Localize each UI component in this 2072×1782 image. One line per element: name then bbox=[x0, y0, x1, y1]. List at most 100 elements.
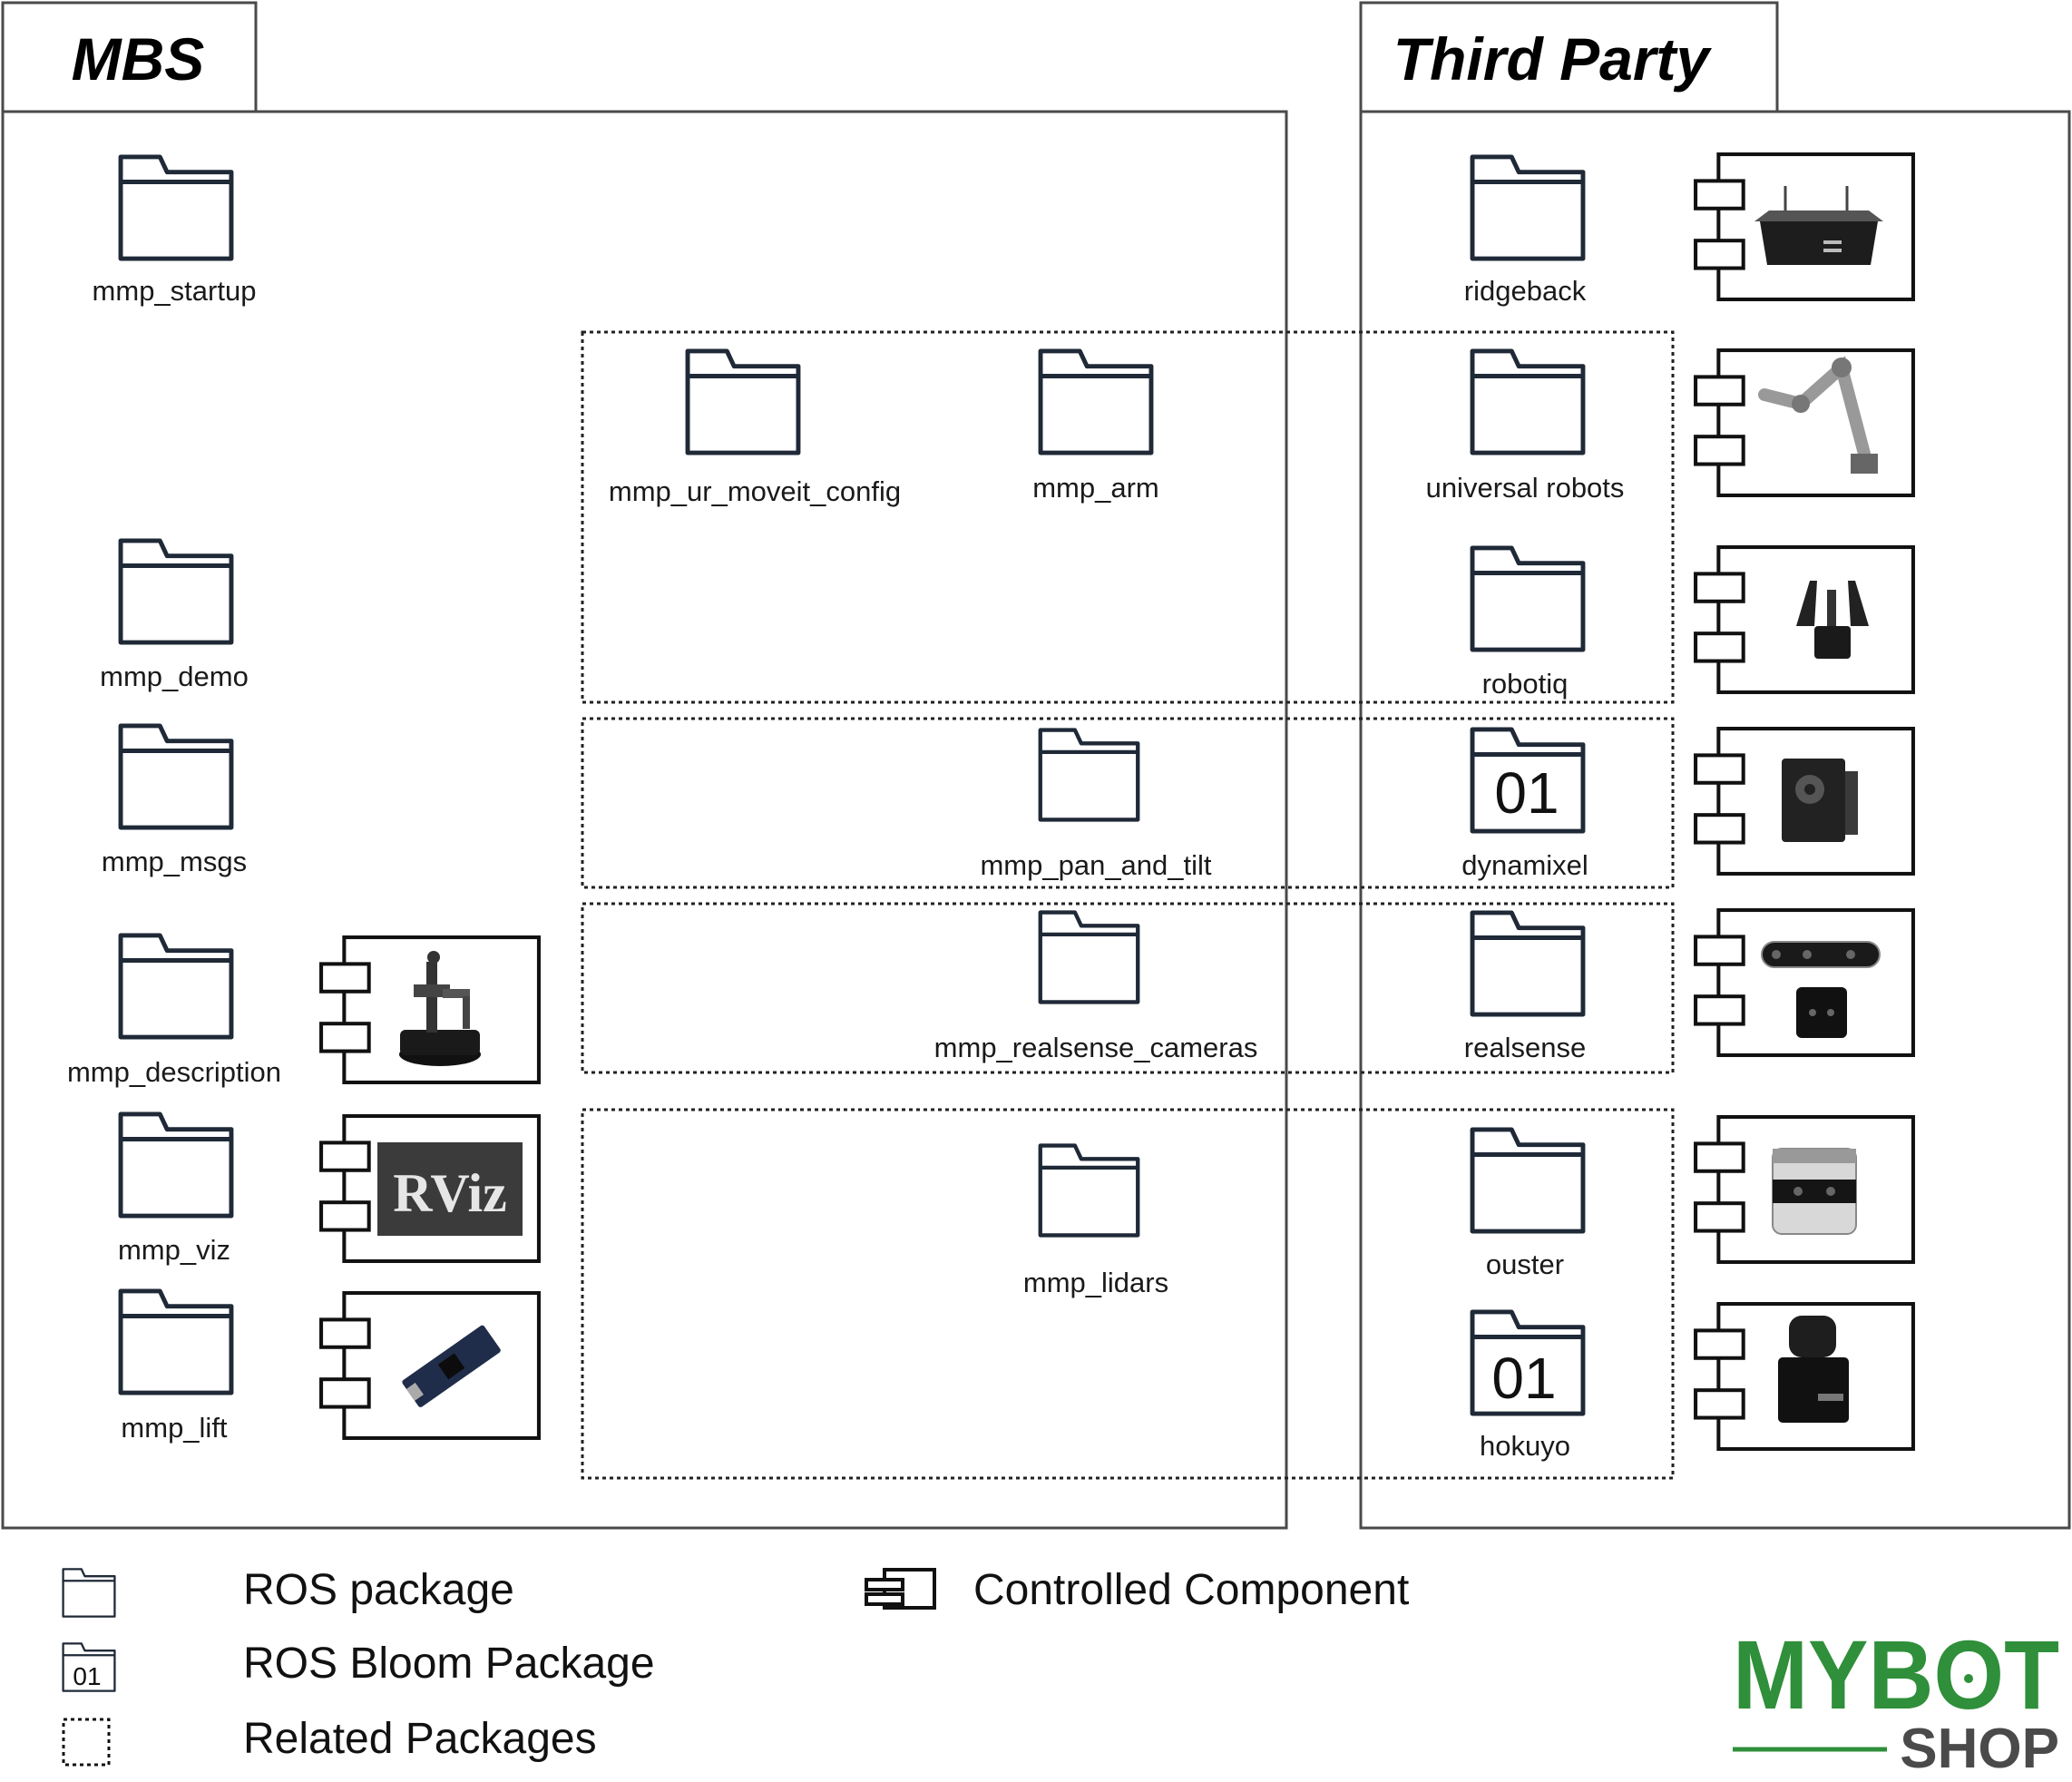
package-mmp-arm: mmp_arm bbox=[1032, 351, 1159, 504]
package-mmp-description: mmp_description bbox=[67, 935, 281, 1088]
realsense-camera-image bbox=[1761, 941, 1881, 1038]
package-label: realsense bbox=[1464, 1032, 1586, 1063]
package-mmp-msgs: mmp_msgs bbox=[102, 726, 247, 877]
package-mmp-ur-moveit-config: mmp_ur_moveit_config bbox=[609, 351, 901, 507]
robot-arm-image bbox=[1758, 356, 1878, 474]
mbs-group: MBS bbox=[1, 1, 1288, 1530]
mbs-title-tab bbox=[1, 1, 258, 113]
folder-icon bbox=[62, 1568, 116, 1618]
legend-label: ROS package bbox=[243, 1566, 514, 1614]
legend-label: ROS Bloom Package bbox=[243, 1640, 655, 1688]
legend-ros-bloom-package: 01 ROS Bloom Package bbox=[62, 1640, 655, 1692]
component-icon bbox=[1696, 350, 1913, 495]
folder-icon bbox=[121, 726, 231, 827]
package-dynamixel: 01 dynamixel bbox=[1461, 729, 1588, 881]
brand-top: MYBOT bbox=[1733, 1620, 2059, 1729]
package-label: mmp_lidars bbox=[1023, 1267, 1168, 1298]
folder-icon bbox=[1041, 351, 1151, 453]
folder-icon bbox=[121, 935, 231, 1037]
folder-icon bbox=[121, 541, 231, 642]
package-label: mmp_startup bbox=[93, 275, 257, 307]
related-box-cameras bbox=[581, 902, 1675, 1074]
package-realsense: realsense bbox=[1464, 913, 1586, 1063]
package-label: mmp_pan_and_tilt bbox=[980, 849, 1211, 881]
component-ouster-lidar bbox=[1696, 1117, 1913, 1262]
rviz-logo-bg bbox=[377, 1142, 523, 1236]
package-mmp-startup: mmp_startup bbox=[93, 157, 257, 307]
third-party-title-tab bbox=[1359, 1, 1779, 113]
package-label: dynamixel bbox=[1461, 849, 1588, 881]
package-mmp-viz: mmp_viz bbox=[118, 1114, 231, 1266]
package-mmp-pan-and-tilt: mmp_pan_and_tilt bbox=[980, 730, 1212, 881]
package-robotiq: robotiq bbox=[1472, 548, 1583, 700]
third-party-group: Third Party bbox=[1359, 1, 2071, 1530]
package-ridgeback: ridgeback bbox=[1464, 157, 1587, 307]
related-groups bbox=[581, 330, 1675, 1480]
package-mmp-lift: mmp_lift bbox=[121, 1291, 231, 1444]
package-label: mmp_description bbox=[67, 1056, 281, 1088]
folder-icon bbox=[1472, 913, 1583, 1014]
related-box-pan-tilt bbox=[581, 717, 1675, 889]
package-label: mmp_realsense_cameras bbox=[934, 1032, 1258, 1063]
hokuyo-lidar-image bbox=[1778, 1316, 1849, 1423]
legend-ros-package: ROS package bbox=[62, 1566, 514, 1618]
legend-controlled-component: Controlled Component bbox=[865, 1566, 1409, 1614]
folder-icon bbox=[688, 351, 798, 453]
folder-icon bbox=[1041, 913, 1138, 1003]
package-label: universal robots bbox=[1426, 472, 1625, 504]
package-label: robotiq bbox=[1482, 668, 1569, 700]
third-party-frame bbox=[1359, 110, 2071, 1530]
folder-icon bbox=[121, 1114, 231, 1216]
folder-icon bbox=[1041, 730, 1138, 820]
package-label: hokuyo bbox=[1480, 1430, 1570, 1462]
package-label: ouster bbox=[1486, 1248, 1564, 1280]
package-label: mmp_msgs bbox=[102, 846, 247, 877]
mbs-title: MBS bbox=[72, 25, 205, 93]
bloom-number: 01 bbox=[1491, 1346, 1556, 1411]
servo-image bbox=[1782, 759, 1858, 842]
package-universal-robots: universal robots bbox=[1426, 351, 1625, 504]
package-label: ridgeback bbox=[1464, 275, 1587, 307]
component-lift-board bbox=[321, 1293, 539, 1438]
dotted-box-icon bbox=[62, 1718, 111, 1767]
ridgeback-robot-image bbox=[1754, 186, 1883, 265]
mybot-shop-logo: MYBOT SHOP bbox=[1733, 1620, 2059, 1780]
component-icon bbox=[865, 1568, 936, 1610]
ouster-lidar-image bbox=[1772, 1148, 1857, 1235]
package-hokuyo: 01 hokuyo bbox=[1472, 1312, 1583, 1462]
legend-label: Related Packages bbox=[243, 1715, 597, 1763]
related-box-arm bbox=[581, 330, 1675, 704]
legend: ROS package 01 ROS Bloom Package Related… bbox=[62, 1566, 1409, 1767]
microcontroller-board-image bbox=[402, 1325, 501, 1407]
folder-icon bbox=[121, 1291, 231, 1393]
component-ur-arm bbox=[1696, 350, 1913, 495]
mbs-frame bbox=[1, 110, 1288, 1530]
package-mmp-lidars: mmp_lidars bbox=[1023, 1146, 1168, 1298]
robot-model-image bbox=[399, 951, 481, 1066]
folder-icon bbox=[121, 157, 231, 259]
package-label: mmp_arm bbox=[1032, 472, 1159, 504]
legend-related-packages: Related Packages bbox=[62, 1715, 597, 1767]
component-realsense-camera bbox=[1696, 910, 1913, 1055]
legend-label: Controlled Component bbox=[973, 1566, 1409, 1614]
brand-bottom: SHOP bbox=[1900, 1718, 2059, 1780]
bloom-number: 01 bbox=[73, 1662, 101, 1690]
package-label: mmp_ur_moveit_config bbox=[609, 475, 901, 507]
folder-icon bbox=[1472, 351, 1583, 453]
related-box-lidars bbox=[581, 1108, 1675, 1480]
package-mmp-demo: mmp_demo bbox=[100, 541, 249, 692]
bloom-number: 01 bbox=[1494, 760, 1559, 826]
folder-icon bbox=[1472, 548, 1583, 650]
package-label: mmp_viz bbox=[118, 1234, 230, 1266]
brand-robot-icon bbox=[1964, 1674, 1973, 1683]
package-ouster: ouster bbox=[1472, 1130, 1583, 1280]
component-ridgeback bbox=[1696, 154, 1913, 299]
package-label: mmp_lift bbox=[121, 1412, 228, 1444]
component-rviz: RViz bbox=[321, 1116, 539, 1261]
package-mmp-realsense-cameras: mmp_realsense_cameras bbox=[934, 913, 1258, 1063]
component-robot-model bbox=[321, 937, 539, 1082]
component-dynamixel-servo bbox=[1696, 729, 1913, 874]
folder-icon bbox=[1041, 1146, 1138, 1236]
folder-icon bbox=[1472, 1130, 1583, 1231]
